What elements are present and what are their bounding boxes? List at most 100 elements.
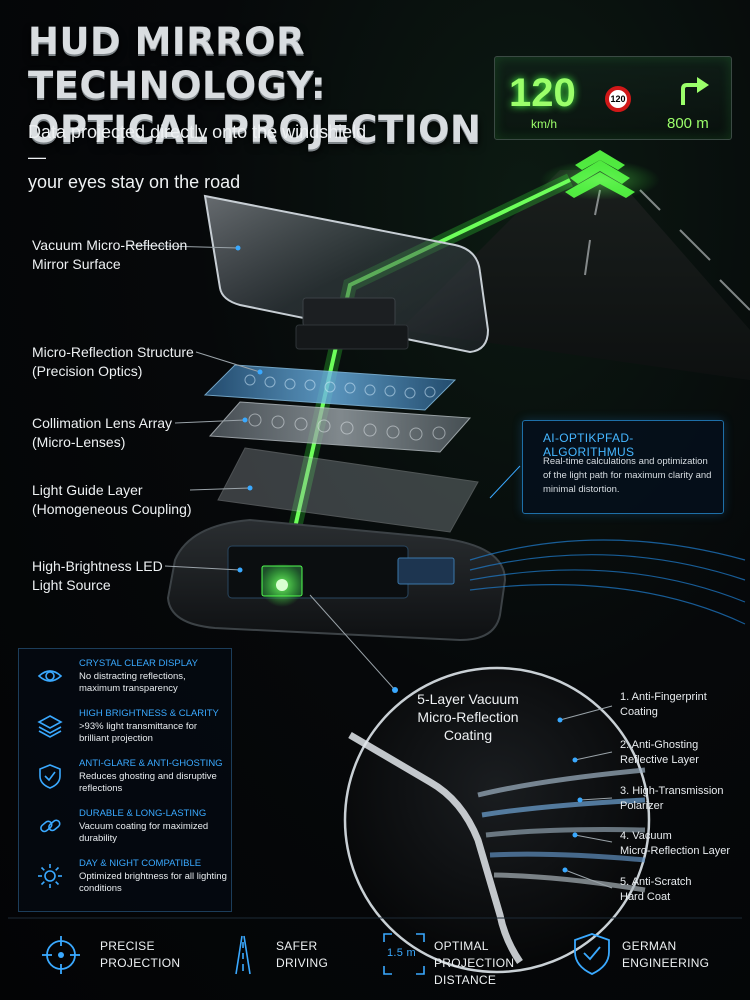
- mirror-surface: [203, 194, 490, 354]
- bottom-label-line: PROJECTION DISTANCE: [434, 956, 515, 987]
- layers-icon: [37, 715, 63, 738]
- crosshair-icon: [42, 936, 80, 974]
- feature-item: CRYSTAL CLEAR DISPLAY No distracting ref…: [19, 657, 231, 709]
- layer-label-line: 2. Anti-Ghosting: [620, 739, 699, 751]
- layer-label-1: 1. Anti-Fingerprint Coating: [620, 690, 707, 720]
- title-line-2: OPTICAL PROJECTION: [28, 108, 482, 151]
- shield-check-icon: [574, 933, 610, 975]
- bottom-item-safer-driving: SAFER DRIVING: [222, 928, 352, 982]
- distance-badge: 1.5 m: [387, 947, 417, 959]
- hud-distance: 800 m: [667, 115, 709, 132]
- subtitle-line-1: Data projected directly onto the windshi…: [28, 122, 367, 167]
- layer-label-line: Hard Coat: [620, 891, 671, 903]
- road-icon: [235, 935, 251, 975]
- component-leader-lines: [127, 244, 396, 691]
- title-line-1: HUD MIRROR TECHNOLOGY:: [28, 20, 327, 107]
- turn-right-arrow-icon: [681, 77, 709, 105]
- data-streaks: [469, 539, 746, 625]
- coating-layers-visual: [477, 767, 646, 893]
- bottom-label-line: DRIVING: [276, 956, 329, 970]
- layer-label-2: 2. Anti-Ghosting Reflective Layer: [620, 738, 699, 768]
- feature-desc: No distracting reflections, maximum tran…: [79, 671, 186, 694]
- label-line: High-Brightness LED: [32, 558, 163, 574]
- bottom-label: OPTIMAL PROJECTION DISTANCE: [434, 938, 572, 989]
- bottom-label-line: GERMAN: [622, 939, 677, 953]
- label-line: Vacuum Micro-Reflection: [32, 237, 188, 253]
- label-line: (Homogeneous Coupling): [32, 501, 192, 517]
- bottom-label-line: ENGINEERING: [622, 956, 710, 970]
- ai-algorithm-text: Real-time calculations and optimization …: [543, 456, 712, 495]
- bottom-label: GERMAN ENGINEERING: [622, 938, 709, 972]
- hud-speed-unit: km/h: [531, 117, 558, 131]
- label-light-guide: Light Guide Layer (Homogeneous Coupling): [32, 481, 192, 519]
- feature-desc: >93% light transmittance for brilliant p…: [79, 721, 198, 744]
- bottom-label-line: OPTIMAL: [434, 939, 489, 953]
- layer-label-line: Micro-Reflection Layer: [620, 845, 731, 857]
- feature-item: ANTI-GLARE & ANTI-GHOSTING Reduces ghost…: [19, 757, 231, 809]
- hud-speed: 120: [509, 71, 576, 115]
- bottom-label: SAFER DRIVING: [276, 938, 328, 972]
- coating-title-line: 5-Layer Vacuum: [417, 691, 519, 707]
- label-mirror-surface: Vacuum Micro-Reflection Mirror Surface: [32, 236, 187, 274]
- feature-title: CRYSTAL CLEAR DISPLAY: [79, 658, 198, 669]
- layer-label-line: Coating: [620, 706, 658, 718]
- bottom-label-line: SAFER: [276, 939, 318, 953]
- subtitle-line-2: your eyes stay on the road: [28, 172, 241, 192]
- features-panel: CRYSTAL CLEAR DISPLAY No distracting ref…: [18, 648, 232, 912]
- layer-label-4: 4. Vacuum Micro-Reflection Layer: [620, 829, 730, 859]
- feature-title: DURABLE & LONG-LASTING: [79, 808, 207, 819]
- feature-desc: Reduces ghosting and disruptive reflecti…: [79, 771, 217, 794]
- layer-label-5: 5. Anti-Scratch Hard Coat: [620, 875, 692, 905]
- layer-label-line: Reflective Layer: [620, 754, 699, 766]
- page-subtitle: Data projected directly onto the windshi…: [28, 120, 388, 195]
- bottom-label-line: PRECISE: [100, 939, 155, 953]
- shield-check-icon: [39, 764, 61, 789]
- coating-zoom-circle: [343, 666, 651, 974]
- mirror-hinge: [302, 297, 396, 327]
- layer-label-line: 4. Vacuum: [620, 830, 672, 842]
- ai-algorithm-title: AI-OPTIKPFAD-ALGORITHMUS: [543, 431, 635, 459]
- layer-label-3: 3. High-Transmission Polarizer: [620, 784, 724, 814]
- label-line: Micro-Reflection Structure: [32, 344, 194, 360]
- layer-leader-lines: [559, 705, 613, 889]
- layer-label-line: 5. Anti-Scratch: [620, 876, 692, 888]
- feature-title: DAY & NIGHT COMPATIBLE: [79, 858, 202, 869]
- label-line: Light Source: [32, 577, 111, 593]
- circuit-board: [227, 545, 409, 599]
- layer-label-line: Polarizer: [620, 800, 664, 812]
- label-micro-reflection-structure: Micro-Reflection Structure (Precision Op…: [32, 343, 194, 381]
- coating-title-line: Micro-Reflection: [417, 709, 519, 725]
- bottom-label-line: PROJECTION: [100, 956, 181, 970]
- feature-item: DURABLE & LONG-LASTING Vacuum coating fo…: [19, 807, 231, 859]
- collimation-lens-layer: [208, 401, 472, 453]
- label-line: (Precision Optics): [32, 363, 143, 379]
- processor-chip: [397, 557, 455, 585]
- coating-title: 5-Layer Vacuum Micro-Reflection Coating: [404, 690, 532, 744]
- label-collimation-lens: Collimation Lens Array (Micro-Lenses): [32, 414, 172, 452]
- bottom-item-precise-projection: PRECISE PROJECTION: [40, 928, 200, 982]
- feature-desc: Optimized brightness for all lighting co…: [79, 871, 227, 894]
- label-led-source: High-Brightness LED Light Source: [32, 557, 163, 595]
- label-line: (Micro-Lenses): [32, 434, 126, 450]
- light-guide-layer: [217, 447, 479, 533]
- coating-title-line: Coating: [443, 727, 493, 743]
- feature-title: HIGH BRIGHTNESS & CLARITY: [79, 708, 219, 719]
- link-icon: [40, 819, 61, 833]
- hud-display-panel: 120 km/h 120 800 m: [494, 56, 732, 140]
- feature-title: ANTI-GLARE & ANTI-GHOSTING: [79, 758, 223, 769]
- label-line: Mirror Surface: [32, 256, 121, 272]
- bottom-item-german-engineering: GERMAN ENGINEERING: [572, 928, 732, 982]
- label-line: Collimation Lens Array: [32, 415, 173, 431]
- page-title: HUD MIRROR TECHNOLOGY: OPTICAL PROJECTIO…: [28, 20, 498, 152]
- feature-item: HIGH BRIGHTNESS & CLARITY >93% light tra…: [19, 707, 231, 759]
- feature-item: DAY & NIGHT COMPATIBLE Optimized brightn…: [19, 857, 231, 909]
- sun-icon: [38, 864, 62, 888]
- distance-icon: [383, 933, 425, 975]
- speed-limit-sign-icon: 120: [605, 86, 631, 112]
- label-line: Light Guide Layer: [32, 482, 143, 498]
- layer-label-line: 1. Anti-Fingerprint: [620, 691, 707, 703]
- ai-algorithm-box: AI-OPTIKPFAD-ALGORITHMUS Real-time calcu…: [522, 420, 724, 514]
- layer-label-line: 3. High-Transmission: [620, 785, 724, 797]
